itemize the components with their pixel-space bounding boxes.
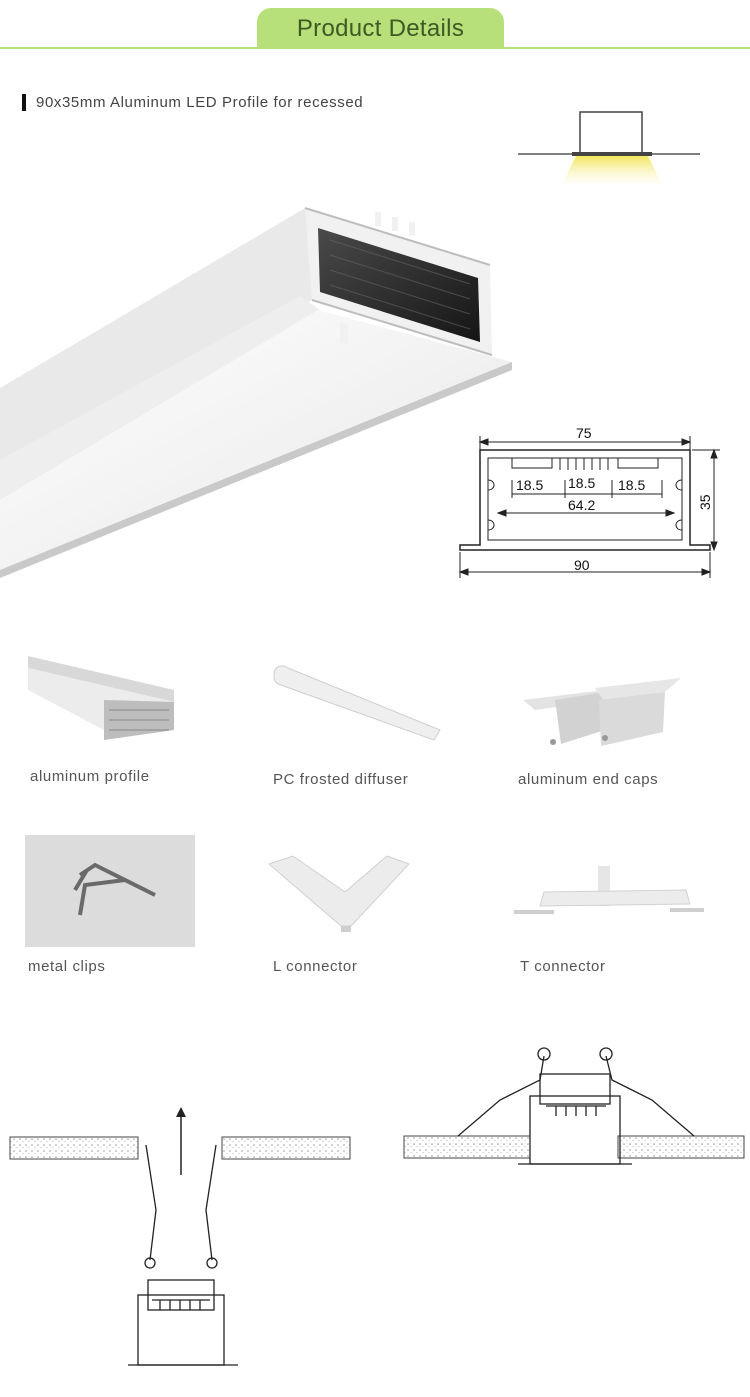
subtitle-marker (22, 94, 26, 111)
cross-section-drawing: 75 18.5 18.5 18.5 64.2 35 90 (458, 425, 720, 578)
caption-l-connector: L connector (273, 958, 358, 975)
diffuser-image (273, 665, 441, 741)
recessed-install-icon (518, 111, 700, 184)
metal-clips-image (25, 835, 195, 947)
caption-diffuser: PC frosted diffuser (273, 771, 409, 788)
end-caps-image (523, 678, 681, 746)
aluminum-profile-image (28, 656, 174, 740)
t-connector-image (514, 866, 704, 914)
dim-seg-a: 18.5 (516, 477, 543, 493)
caption-aluminum-profile: aluminum profile (30, 768, 150, 785)
l-connector-image (268, 855, 410, 932)
page-title: Product Details (296, 14, 465, 42)
installation-step-installed (403, 1047, 745, 1165)
profile-render (0, 207, 512, 578)
header-tab: Product Details (257, 8, 504, 49)
dim-seg-c: 18.5 (618, 477, 645, 493)
dim-seg-b: 18.5 (568, 475, 595, 491)
caption-t-connector: T connector (520, 958, 606, 975)
caption-end-caps: aluminum end caps (518, 771, 659, 788)
installation-step-insert (9, 1107, 351, 1366)
caption-metal-clips: metal clips (28, 958, 106, 975)
dim-flange-width: 90 (574, 557, 590, 573)
dim-height: 35 (697, 494, 713, 510)
dim-inner-width: 64.2 (568, 497, 595, 513)
dim-top-width: 75 (576, 425, 592, 441)
product-subtitle: 90x35mm Aluminum LED Profile for recesse… (36, 94, 364, 111)
